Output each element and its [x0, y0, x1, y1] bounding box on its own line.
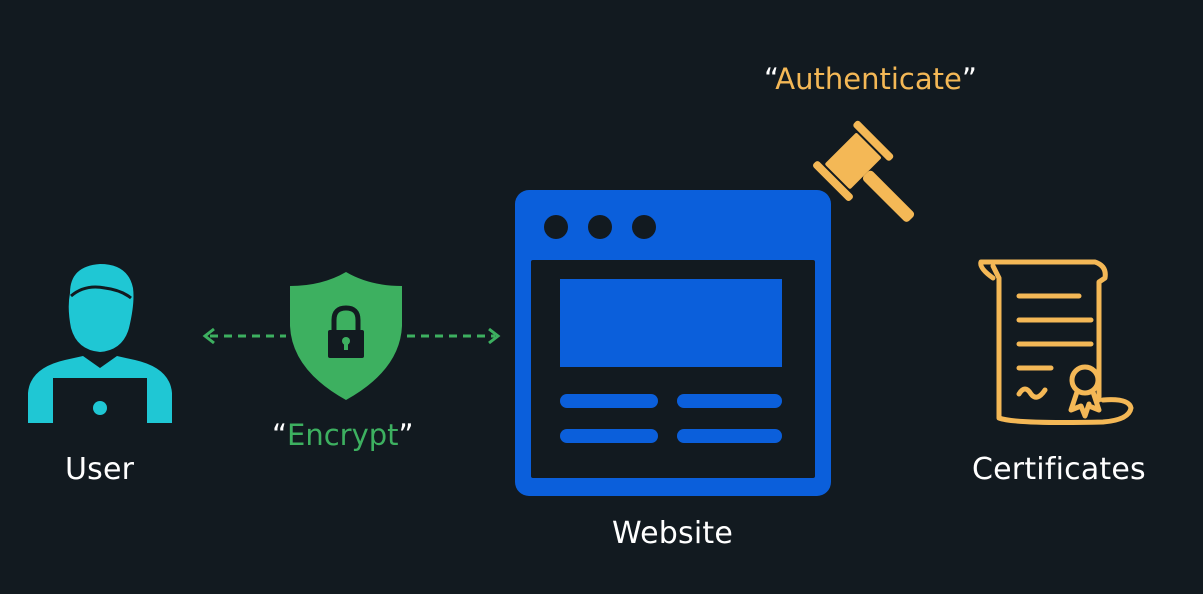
gavel-icon	[813, 120, 915, 222]
shield-lock-icon	[290, 272, 402, 400]
connection-arrow-left	[202, 327, 286, 345]
encrypt-label: “Encrypt”	[272, 418, 414, 452]
website-label: Website	[612, 516, 733, 551]
certificate-scroll-icon	[978, 259, 1134, 425]
connection-arrow-right	[407, 327, 501, 345]
certificates-label: Certificates	[972, 452, 1146, 487]
authenticate-label: “Authenticate”	[764, 62, 977, 96]
encrypt-open-quote: “	[272, 418, 288, 452]
encrypt-close-quote: ”	[398, 418, 414, 452]
authenticate-close-quote: ”	[961, 62, 977, 96]
authenticate-text: Authenticate	[775, 62, 962, 96]
user-label: User	[65, 452, 135, 487]
encrypt-text: Encrypt	[287, 418, 399, 452]
browser-window-icon	[515, 190, 831, 496]
authenticate-open-quote: “	[764, 62, 776, 96]
user-at-laptop-icon	[28, 264, 172, 426]
